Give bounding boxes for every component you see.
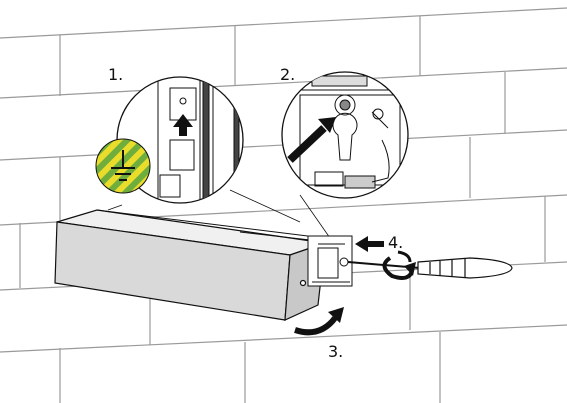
step-4-arrows xyxy=(355,236,416,280)
detail-circle-2 xyxy=(281,71,409,199)
mounting-bracket xyxy=(96,209,353,287)
callout-lines xyxy=(107,189,331,239)
step-label-2: 2. xyxy=(280,65,295,84)
rotate-arrow-icon xyxy=(294,307,344,336)
step-label-3: 3. xyxy=(328,342,343,361)
step-label-1: 1. xyxy=(108,65,123,84)
insert-arrow-icon xyxy=(287,117,336,163)
push-arrow-icon xyxy=(173,114,193,136)
luminaire-housing xyxy=(54,209,353,321)
screwdriver-icon xyxy=(347,257,513,279)
step-label-4: 4. xyxy=(388,233,403,252)
ground-symbol-icon xyxy=(95,138,151,194)
